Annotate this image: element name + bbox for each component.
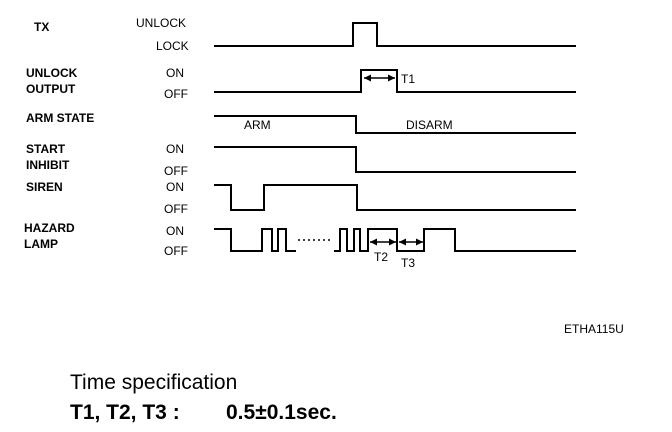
tx-signal-label: TX	[34, 20, 50, 34]
unlock-output-off-state: OFF	[164, 87, 188, 101]
hazard-lamp-waveform-left	[214, 228, 296, 252]
siren-on-state: ON	[166, 180, 184, 194]
t2-arrow-head-right	[389, 238, 396, 246]
t2-label: T2	[374, 250, 389, 264]
hazard-lamp-off-state: OFF	[164, 244, 188, 258]
spec-value: 0.5±0.1sec.	[226, 401, 337, 424]
unlock-output-label-line2: OUTPUT	[26, 82, 76, 96]
start-inhibit-off-state: OFF	[164, 164, 188, 178]
tx-unlock-state: UNLOCK	[136, 16, 187, 30]
start-inhibit-label-line2: INHIBIT	[26, 158, 70, 172]
spec-title: Time specification	[70, 371, 238, 394]
siren-off-state: OFF	[164, 202, 188, 216]
t1-arrow-head-left	[364, 74, 371, 82]
t3-label: T3	[401, 256, 416, 270]
hazard-lamp-on-state: ON	[166, 224, 184, 238]
hazard-lamp-waveform-right	[334, 228, 576, 252]
unlock-output-on-state: ON	[166, 66, 184, 80]
t3-arrow-head-right	[416, 238, 423, 246]
figure-code: ETHA115U	[564, 322, 624, 336]
arm-state-waveform	[214, 115, 576, 134]
unlock-output-waveform	[214, 69, 576, 93]
t3-arrow-head-left	[399, 238, 406, 246]
siren-waveform	[214, 184, 576, 211]
disarm-value-label: DISARM	[406, 118, 453, 132]
t2-arrow-head-left	[370, 238, 377, 246]
start-inhibit-waveform	[214, 146, 576, 173]
arm-state-label: ARM STATE	[26, 111, 95, 125]
hazard-lamp-label-line1: HAZARD	[24, 221, 75, 235]
tx-lock-state: LOCK	[156, 39, 189, 53]
unlock-output-label-line1: UNLOCK	[26, 66, 78, 80]
start-inhibit-label-line1: START	[26, 142, 66, 156]
siren-label: SIREN	[26, 180, 63, 194]
arm-value-label: ARM	[244, 118, 271, 132]
t1-arrow-head-right	[388, 74, 395, 82]
start-inhibit-on-state: ON	[166, 142, 184, 156]
hazard-lamp-label-line2: LAMP	[24, 237, 58, 251]
spec-line: T1, T2, T3 :	[70, 401, 180, 424]
tx-waveform	[214, 22, 576, 47]
t1-label: T1	[401, 72, 416, 86]
